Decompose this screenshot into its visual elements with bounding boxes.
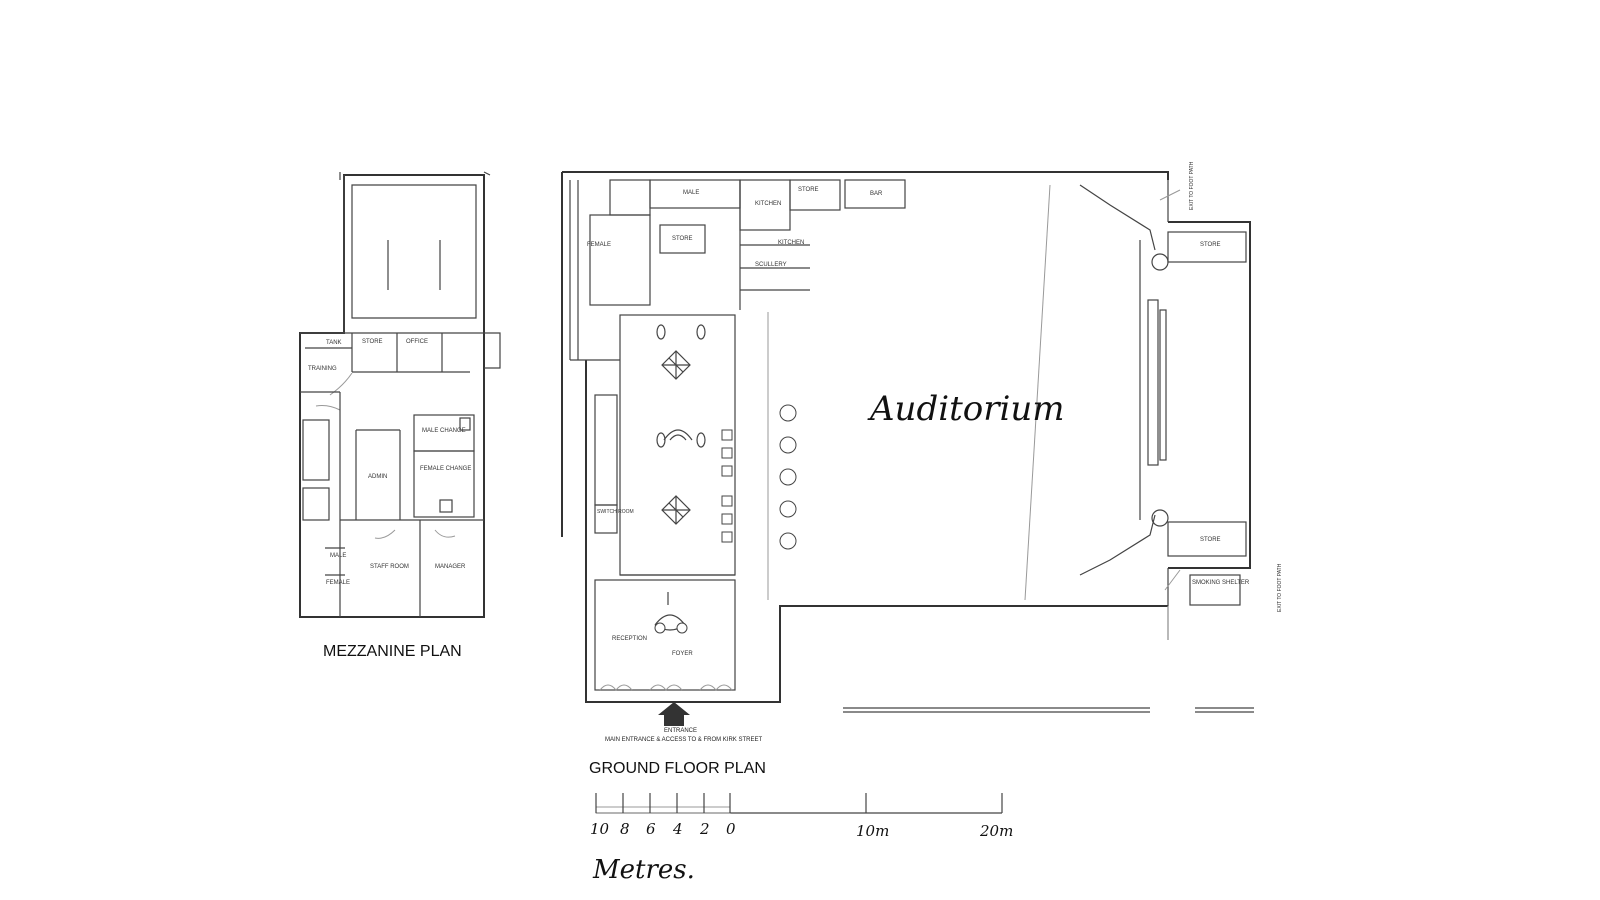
scale-bar: 10 8 6 4 2 0 10m 20m Metres. [590,793,1013,885]
auditorium-label: Auditorium [867,389,1065,429]
ground-floor-plan-title: GROUND FLOOR PLAN [589,760,766,777]
gf-room-bar: BAR [870,191,883,197]
mez-room-office: OFFICE [406,339,428,345]
gf-room-store-right-top: STORE [1200,242,1221,248]
mez-room-training: TRAINING [308,366,337,372]
scale-tick-6: 6 [646,820,656,838]
mez-room-male: MALE [330,553,346,559]
mez-room-female-change: FEMALE CHANGE [420,466,471,472]
mez-room-staff-room: STAFF ROOM [370,564,409,570]
scale-mark-10m: 10m [856,822,889,840]
mez-room-manager: MANAGER [435,564,466,570]
gf-room-store-kitchen: STORE [798,187,819,193]
gf-smoking-shelter: SMOKING SHELTER [1192,580,1250,586]
gf-exit-top: EXIT TO FOOT PATH [1189,161,1195,210]
scale-tick-2: 2 [699,820,710,838]
mezzanine-plan: TANK STORE OFFICE TRAINING MALE CHANGE F… [299,171,501,660]
scale-tick-4: 4 [672,820,683,838]
gf-room-reception: RECEPTION [612,636,647,642]
gf-room-foyer: FOYER [672,651,693,657]
gf-room-switch: SWITCH ROOM [597,509,634,515]
mez-room-tank: TANK [326,340,342,346]
mez-room-store: STORE [362,339,383,345]
scale-mark-20m: 20m [979,822,1013,840]
gf-room-kitchen: KITCHEN [755,201,781,207]
gf-room-kitchen-2: KITCHEN [778,240,804,246]
mez-room-male-change: MALE CHANGE [422,428,466,434]
mez-room-female: FEMALE [326,580,350,586]
scale-tick-10: 10 [590,820,610,838]
entrance-arrow-icon [658,702,690,726]
scale-unit: Metres. [592,855,695,885]
gf-exit-bottom: EXIT TO FOOT PATH [1277,563,1283,612]
scale-tick-0: 0 [726,820,736,838]
mez-room-admin: ADMIN [368,474,387,480]
scale-tick-8: 8 [620,820,630,838]
ground-floor-plan: MALE FEMALE STORE KITCHEN STORE BAR KITC… [561,161,1283,777]
gf-room-store-top: STORE [672,236,693,242]
main-entrance-label: MAIN ENTRANCE & ACCESS TO & FROM KIRK ST… [605,737,762,743]
gf-room-female: FEMALE [587,242,611,248]
mezzanine-plan-title: MEZZANINE PLAN [323,643,462,660]
entrance-label: ENTRANCE [664,728,697,734]
gf-room-male: MALE [683,190,699,196]
gf-room-scullery: SCULLERY [755,262,787,268]
gf-room-store-right-bottom: STORE [1200,537,1221,543]
